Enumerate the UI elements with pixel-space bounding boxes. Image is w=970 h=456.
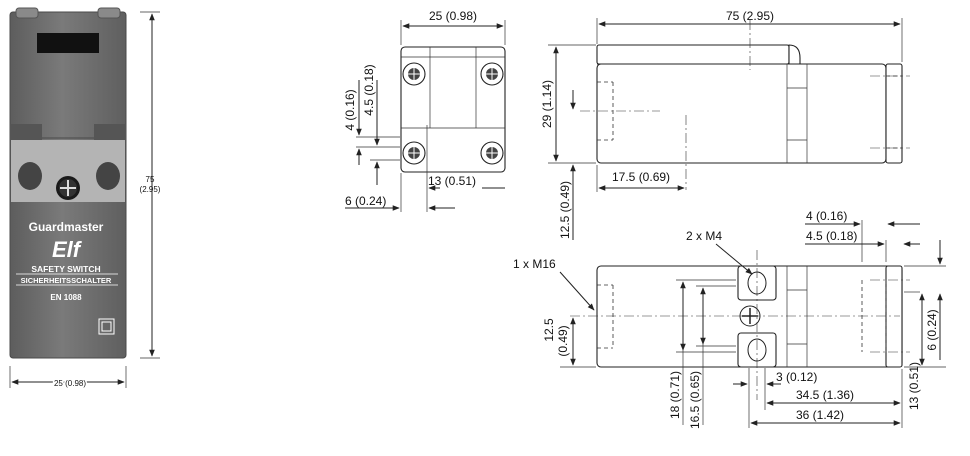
mount-slot-right xyxy=(96,162,120,190)
bottom-v125-in-label: (0.49) xyxy=(556,325,570,356)
bottom-v125-label: 12.5 xyxy=(542,318,556,342)
screw-icon xyxy=(480,62,504,86)
front-h6-label: 6 (0.24) xyxy=(345,194,386,208)
bottom-d4-label: 4 (0.16) xyxy=(806,209,847,223)
front-width-label: 25 (0.98) xyxy=(429,9,477,23)
label-line2: SICHERHEITSSCHALTER xyxy=(21,276,112,285)
bottom-v165-label: 16.5 (0.65) xyxy=(688,371,702,429)
bottom-v6-label: 6 (0.24) xyxy=(925,309,939,350)
screw-icon xyxy=(402,141,426,165)
brand-label: Guardmaster xyxy=(29,220,104,234)
front-view: 25 (0.98) 4 (0.16) 4.5 (0.18) 6 (0.24) 1… xyxy=(343,9,506,212)
screw-icon xyxy=(402,62,426,86)
photo-dimensions: 75 (2.95) 25 (0.98) xyxy=(9,11,161,390)
photo-height-in-label: (2.95) xyxy=(140,185,161,194)
model-label: Elf xyxy=(52,237,83,262)
product-photo: Guardmaster Elf SAFETY SWITCH SICHERHEIT… xyxy=(9,7,127,359)
bottom-h345-label: 34.5 (1.36) xyxy=(796,388,854,402)
bottom-screws-label: 2 x M4 xyxy=(686,229,722,243)
bottom-conduit-label: 1 x M16 xyxy=(513,257,556,271)
side-view: 75 (2.95) 29 (1.14) 12.5 (0.49) 17.5 (0.… xyxy=(540,9,910,240)
label-line1: SAFETY SWITCH xyxy=(31,264,100,274)
mount-slot-left xyxy=(18,162,42,190)
square-icon xyxy=(98,318,115,335)
side-length-label: 75 (2.95) xyxy=(726,9,774,23)
front-v45-label: 4.5 (0.18) xyxy=(362,64,376,115)
bottom-v13-label: 13 (0.51) xyxy=(907,362,921,410)
screw-icon xyxy=(480,141,504,165)
photo-width-label: 25 (0.98) xyxy=(54,379,86,388)
side-h175-label: 17.5 (0.69) xyxy=(612,170,670,184)
bottom-h36-label: 36 (1.42) xyxy=(796,408,844,422)
front-v4-label: 4 (0.16) xyxy=(343,89,357,130)
side-height-label: 29 (1.14) xyxy=(540,80,554,128)
bottom-h3-label: 3 (0.12) xyxy=(776,370,817,384)
standard-label: EN 1088 xyxy=(50,293,82,302)
bottom-v18-label: 18 (0.71) xyxy=(668,371,682,419)
side-v125-label: 12.5 (0.49) xyxy=(558,181,572,239)
bottom-view: 4 (0.16) 4.5 (0.18) 2 x M4 1 x M16 12.5 … xyxy=(513,209,946,429)
photo-height-label: 75 xyxy=(146,175,155,184)
front-h13-label: 13 (0.51) xyxy=(428,174,476,188)
bottom-d45-label: 4.5 (0.18) xyxy=(806,229,857,243)
indicator-window xyxy=(37,33,99,53)
